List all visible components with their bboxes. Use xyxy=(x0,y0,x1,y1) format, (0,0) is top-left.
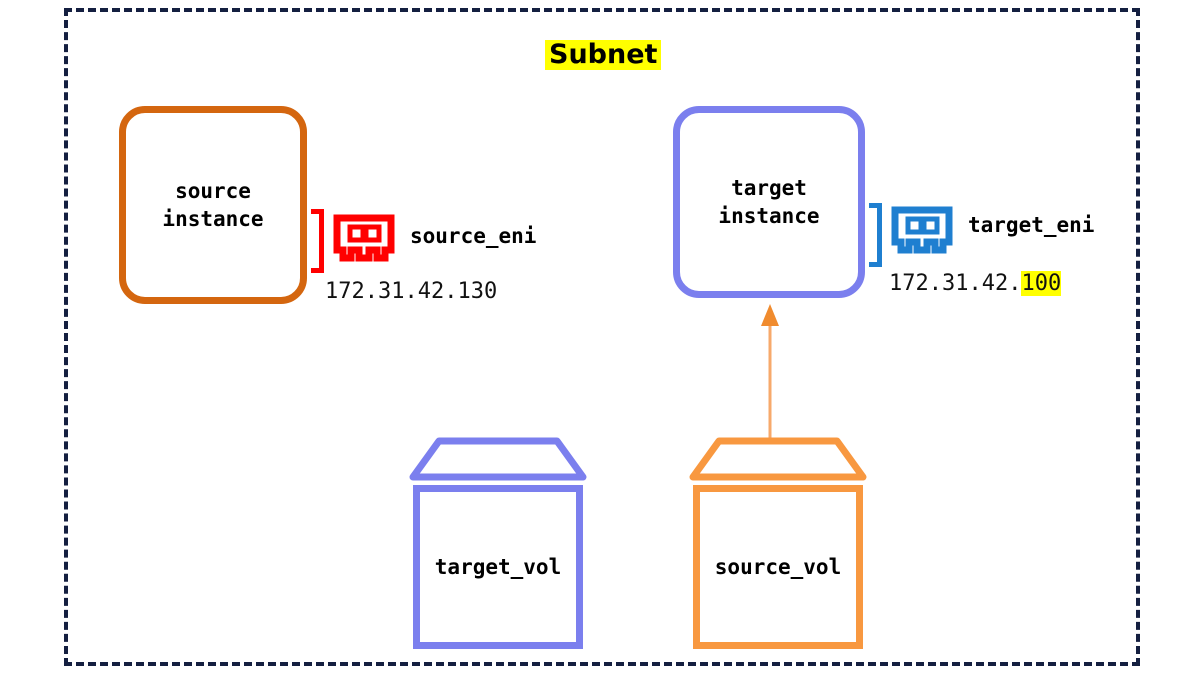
source-vol-to-target-instance-arrow xyxy=(758,300,782,442)
source-instance-label-line1: source xyxy=(175,178,251,203)
source-ip-prefix: 172.31.42. xyxy=(325,279,458,304)
target-vol-body: target_vol xyxy=(413,485,583,649)
subnet-boundary xyxy=(64,8,1140,666)
target-instance-label: target instance xyxy=(718,174,819,231)
source-instance-label: source instance xyxy=(162,177,263,234)
target-instance-node[interactable]: target instance xyxy=(673,106,865,298)
source-vol-body: source_vol xyxy=(693,485,863,649)
source-instance-label-line2: instance xyxy=(162,207,264,231)
source-eni-bracket-connector xyxy=(311,209,324,273)
source-eni-label: source_eni xyxy=(410,224,537,248)
source-vol-label: source_vol xyxy=(714,555,842,579)
source-instance-node[interactable]: source instance xyxy=(119,106,307,304)
source-eni-ip-address: 172.31.42.130 xyxy=(325,279,497,304)
target-vol-node[interactable]: target_vol xyxy=(409,437,587,649)
source-vol-node[interactable]: source_vol xyxy=(689,437,867,649)
target-ip-prefix: 172.31.42. xyxy=(889,271,1022,296)
target-ip-suffix-highlighted: 100 xyxy=(1021,271,1062,296)
source-ip-suffix: 130 xyxy=(457,279,498,304)
target-eni-label: target_eni xyxy=(968,213,1095,237)
subnet-title: Subnet xyxy=(545,40,662,71)
source-vol-lid xyxy=(689,437,867,485)
target-instance-label-line2: instance xyxy=(718,204,820,228)
target-eni-network-card-icon[interactable] xyxy=(891,206,953,262)
target-vol-lid xyxy=(409,437,587,485)
source-eni-network-card-icon[interactable] xyxy=(333,214,395,270)
target-eni-ip-address: 172.31.42.100 xyxy=(889,271,1062,296)
target-instance-label-line1: target xyxy=(731,175,807,200)
target-vol-label: target_vol xyxy=(434,555,562,579)
target-eni-bracket-connector xyxy=(869,203,882,267)
